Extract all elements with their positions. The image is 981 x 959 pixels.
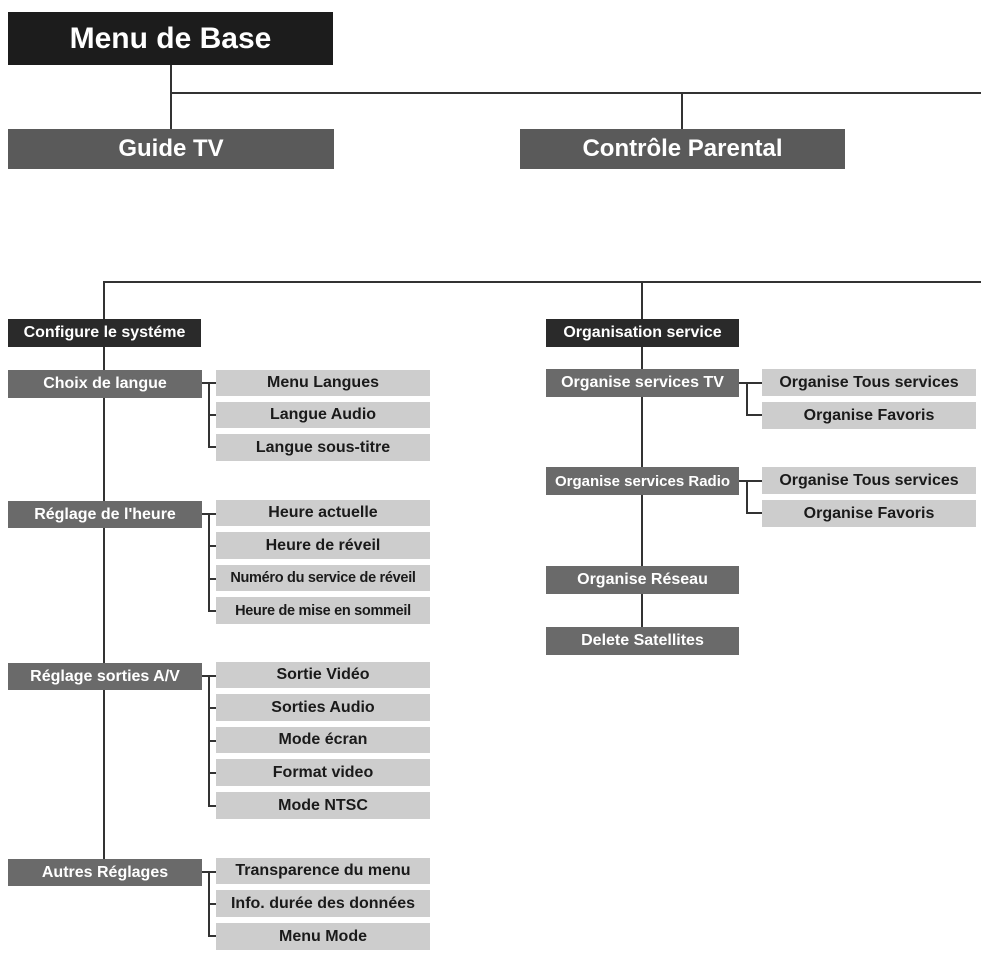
connector bbox=[746, 382, 748, 416]
connector bbox=[208, 545, 216, 547]
menu-langues-box: Menu Langues bbox=[216, 370, 430, 396]
info-duree-donnees-box: Info. durée des données bbox=[216, 890, 430, 917]
connector bbox=[208, 446, 216, 448]
connector bbox=[208, 707, 216, 709]
organise-favoris-radio-box: Organise Favoris bbox=[762, 500, 976, 527]
menu-de-base-box: Menu de Base bbox=[8, 12, 333, 65]
langue-audio-box: Langue Audio bbox=[216, 402, 430, 428]
format-video-box: Format video bbox=[216, 759, 430, 786]
connector bbox=[746, 512, 762, 514]
connector bbox=[208, 772, 216, 774]
autres-reglages-box: Autres Réglages bbox=[8, 859, 202, 886]
organise-tous-services-tv-box: Organise Tous services bbox=[762, 369, 976, 396]
connector bbox=[739, 382, 762, 384]
numero-service-reveil-box: Numéro du service de réveil bbox=[216, 565, 430, 591]
mode-ntsc-box: Mode NTSC bbox=[216, 792, 430, 819]
connector bbox=[641, 281, 643, 319]
connector bbox=[170, 92, 981, 94]
reglage-heure-box: Réglage de l'heure bbox=[8, 501, 202, 528]
connector bbox=[208, 578, 216, 580]
connector bbox=[103, 281, 981, 283]
mode-ecran-box: Mode écran bbox=[216, 727, 430, 753]
langue-sous-titre-box: Langue sous-titre bbox=[216, 434, 430, 461]
choix-de-langue-box: Choix de langue bbox=[8, 370, 202, 398]
heure-de-reveil-box: Heure de réveil bbox=[216, 532, 430, 559]
connector bbox=[103, 281, 105, 319]
connector bbox=[103, 347, 105, 859]
connector bbox=[208, 805, 216, 807]
guide-tv-box: Guide TV bbox=[8, 129, 334, 169]
organise-reseau-box: Organise Réseau bbox=[546, 566, 739, 594]
connector bbox=[681, 92, 683, 129]
organise-services-tv-box: Organise services TV bbox=[546, 369, 739, 397]
organise-tous-services-radio-box: Organise Tous services bbox=[762, 467, 976, 494]
connector bbox=[739, 480, 762, 482]
connector bbox=[170, 65, 172, 129]
connector bbox=[746, 414, 762, 416]
organise-favoris-tv-box: Organise Favoris bbox=[762, 402, 976, 429]
organisation-service-box: Organisation service bbox=[546, 319, 739, 347]
connector bbox=[746, 480, 748, 514]
configure-systeme-box: Configure le systéme bbox=[8, 319, 201, 347]
organise-services-radio-box: Organise services Radio bbox=[546, 467, 739, 495]
connector bbox=[208, 740, 216, 742]
connector bbox=[208, 935, 216, 937]
connector bbox=[208, 610, 216, 612]
reglage-sorties-av-box: Réglage sorties A/V bbox=[8, 663, 202, 690]
menu-mode-box: Menu Mode bbox=[216, 923, 430, 950]
sorties-audio-box: Sorties Audio bbox=[216, 694, 430, 721]
connector bbox=[208, 513, 210, 611]
connector bbox=[208, 903, 216, 905]
controle-parental-box: Contrôle Parental bbox=[520, 129, 845, 169]
sortie-video-box: Sortie Vidéo bbox=[216, 662, 430, 688]
delete-satellites-box: Delete Satellites bbox=[546, 627, 739, 655]
heure-mise-en-sommeil-box: Heure de mise en sommeil bbox=[216, 597, 430, 624]
connector bbox=[208, 414, 216, 416]
heure-actuelle-box: Heure actuelle bbox=[216, 500, 430, 526]
transparence-menu-box: Transparence du menu bbox=[216, 858, 430, 884]
